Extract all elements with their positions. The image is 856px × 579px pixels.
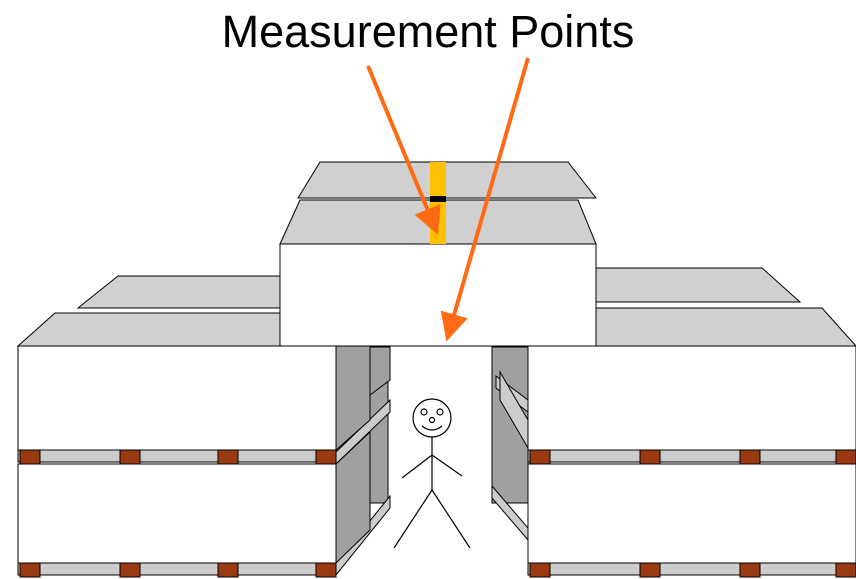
pallet-block bbox=[529, 449, 551, 465]
arrow-to-aisle-ceiling bbox=[440, 57, 530, 342]
arrow-icon bbox=[366, 57, 530, 342]
center-rear-box bbox=[297, 161, 598, 199]
diagram-title: Measurement Points bbox=[221, 6, 635, 57]
left-pallet-upper bbox=[17, 449, 337, 465]
arrow-to-sensor bbox=[366, 65, 441, 236]
right-pallet-lower bbox=[527, 562, 856, 578]
pallet-block bbox=[529, 562, 551, 578]
pallet-block bbox=[217, 449, 239, 465]
center-front-box bbox=[279, 199, 597, 347]
sensor-strip-icon bbox=[430, 162, 446, 244]
left-pallet-lower bbox=[17, 562, 337, 578]
sensor-mark bbox=[430, 196, 446, 202]
pallet-block bbox=[739, 562, 761, 578]
back-left-box bbox=[76, 275, 301, 309]
right-pallet-upper bbox=[527, 449, 856, 465]
pallet-block bbox=[19, 449, 41, 465]
pallet-block bbox=[835, 562, 856, 578]
pallet-block bbox=[217, 562, 239, 578]
pallet-block bbox=[19, 562, 41, 578]
left-lower-box bbox=[17, 430, 371, 565]
pallet-block bbox=[315, 562, 337, 578]
pallet-block bbox=[835, 449, 856, 465]
right-stack-side bbox=[491, 346, 529, 542]
pallet-block bbox=[739, 449, 761, 465]
right-upper-box bbox=[526, 307, 856, 451]
pallet-block bbox=[119, 562, 141, 578]
pallet-block bbox=[639, 449, 661, 465]
right-lower-box bbox=[527, 463, 856, 564]
left-upper-box bbox=[16, 312, 371, 452]
pallet-block bbox=[119, 449, 141, 465]
pallet-block bbox=[639, 562, 661, 578]
pallet-block bbox=[315, 449, 337, 465]
person-stick-figure bbox=[393, 398, 471, 549]
